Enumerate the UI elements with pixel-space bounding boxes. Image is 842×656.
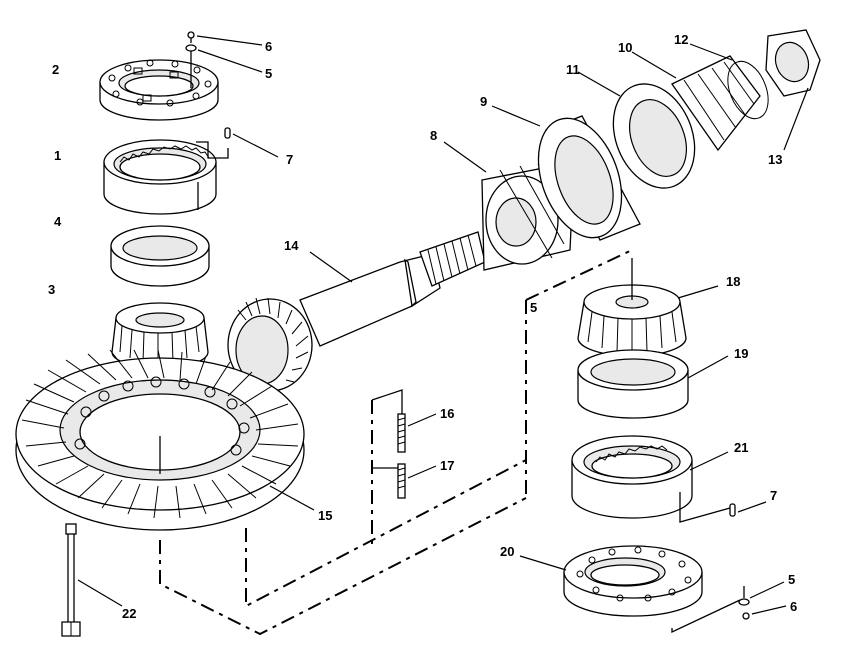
callout-22: 22 (122, 606, 136, 621)
assembly-path-left (159, 459, 527, 636)
callout-1: 1 (54, 148, 61, 163)
part-10-roller-bearing (631, 51, 761, 152)
callout-7-lower: 7 (770, 488, 777, 503)
part-6-screw-lower (671, 599, 787, 634)
callout-19: 19 (734, 346, 748, 361)
callout-15: 15 (318, 508, 332, 523)
part-5-washer-lower (738, 581, 785, 606)
callout-10: 10 (618, 40, 632, 55)
callout-5-center: 5 (530, 300, 537, 315)
part-2-flange-plate (99, 46, 219, 121)
callout-8: 8 (430, 128, 437, 143)
part-12-snap-ring (689, 43, 769, 120)
callout-5-lower: 5 (788, 572, 795, 587)
callout-14: 14 (284, 238, 299, 253)
part-17-spring (397, 463, 437, 499)
part-5-washer-top (185, 44, 263, 73)
part-14-pinion-shaft (227, 231, 486, 392)
part-1-splined-ring (103, 139, 217, 215)
assembly-path-right (525, 249, 633, 498)
part-4-bearing-cup (110, 225, 210, 287)
part-18-tapered-bearing (577, 258, 719, 357)
part-7-pin-top (196, 127, 279, 159)
callout-21: 21 (734, 440, 748, 455)
part-3-tapered-bearing (111, 302, 209, 369)
callout-6-top: 6 (265, 39, 272, 54)
part-20-flange-plate (519, 545, 703, 617)
callout-13: 13 (768, 152, 782, 167)
callout-11: 11 (566, 62, 580, 77)
callout-18: 18 (726, 274, 740, 289)
part-9-bearing-cup (491, 105, 641, 241)
callout-5-top: 5 (265, 66, 272, 81)
callout-6-lower: 6 (790, 599, 797, 614)
assembly-path-center (371, 389, 403, 546)
callout-3: 3 (48, 282, 55, 297)
callout-2: 2 (52, 62, 59, 77)
part-15-ring-gear (15, 349, 315, 531)
part-16-spring (397, 413, 437, 453)
part-7-pin-lower (679, 492, 767, 523)
part-22-bolt (61, 523, 123, 637)
part-21-splined-ring (571, 435, 729, 519)
callout-9: 9 (480, 94, 487, 109)
callout-labels: 1 2 3 4 5 5 5 6 6 7 7 8 9 10 11 12 13 14… (48, 32, 797, 621)
part-13-nut (765, 29, 821, 151)
callout-17: 17 (440, 458, 454, 473)
callout-4: 4 (54, 214, 62, 229)
part-19-bearing-cup (577, 349, 729, 419)
callout-12: 12 (674, 32, 688, 47)
part-6-screw-top (187, 31, 263, 46)
part-11-bearing-cup (577, 71, 696, 189)
callout-20: 20 (500, 544, 514, 559)
callout-7-top: 7 (286, 152, 293, 167)
callout-16: 16 (440, 406, 454, 421)
